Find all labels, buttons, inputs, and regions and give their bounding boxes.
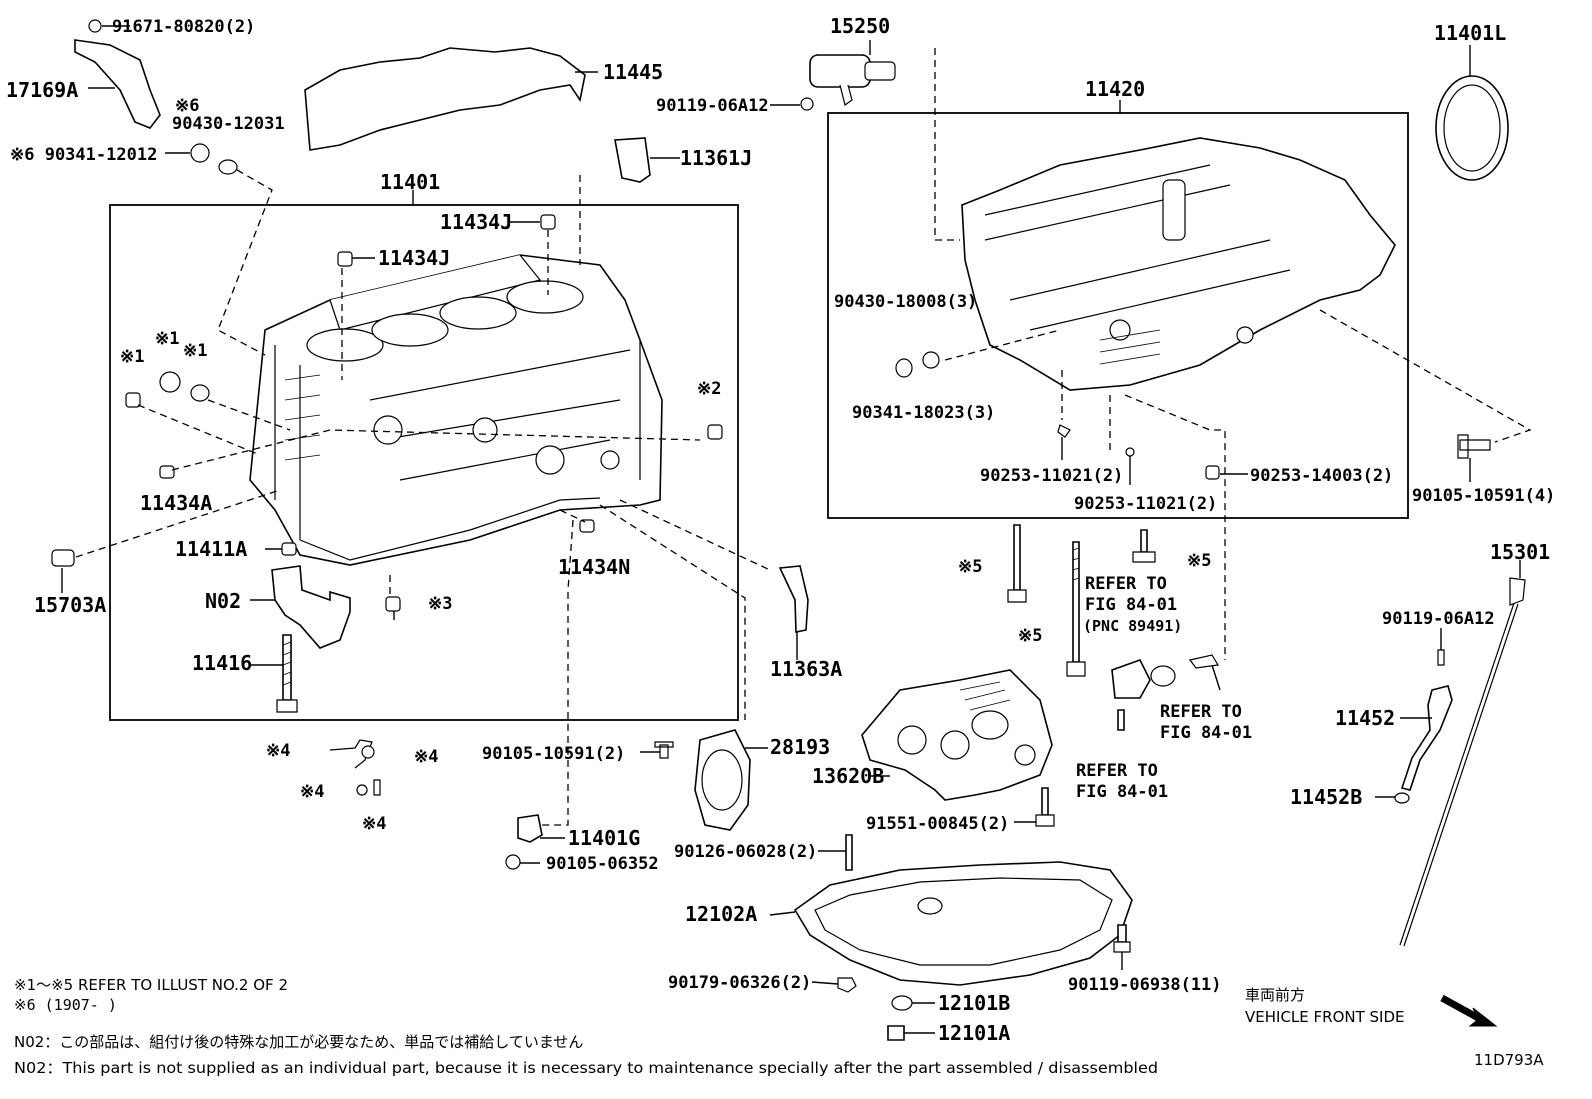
label-90105-10591-4: 90105-10591(4) (1412, 486, 1555, 506)
label-11361J: 11361J (680, 146, 752, 170)
hose-illustration (778, 565, 809, 633)
label-note-1c: ※1 (120, 347, 144, 367)
label-note-4b: ※4 (414, 747, 438, 767)
dipstick-illustration (1399, 577, 1526, 947)
refer-1-line-1: REFER TO (1085, 574, 1167, 594)
label-note-3: ※3 (428, 594, 452, 614)
label-11434A: 11434A (140, 491, 212, 515)
assembly-dashed-lines (75, 48, 1532, 826)
oil-pan-illustration (793, 861, 1133, 986)
note-n02-japanese: N02：この部品は、組付け後の特殊な加工が必要なため、単品では補給していません (14, 1033, 583, 1051)
label-11363A: 11363A (770, 657, 842, 681)
label-15703A: 15703A (34, 593, 106, 617)
label-13620B: 13620B (812, 764, 884, 788)
direction-label-english: VEHICLE FRONT SIDE (1245, 1008, 1405, 1026)
label-91671-80820: 91671-80820(2) (112, 17, 255, 37)
label-91551-00845: 91551-00845(2) (866, 814, 1009, 834)
label-90119-06938: 90119-06938(11) (1068, 975, 1222, 995)
label-90119-06A12-a: 90119-06A12 (656, 96, 769, 116)
label-note-5b: ※5 (1187, 551, 1211, 571)
label-11411A: 11411A (175, 537, 247, 561)
label-note-6a: ※6 (175, 96, 199, 116)
label-note-4a: ※4 (266, 741, 290, 761)
label-11401L: 11401L (1434, 21, 1506, 45)
label-90105-06352: 90105-06352 (546, 854, 659, 874)
label-note-4d: ※4 (362, 814, 386, 834)
refer-1-line-2: FIG 84-01 (1085, 595, 1177, 615)
label-note-4c: ※4 (300, 782, 324, 802)
label-12102A: 12102A (685, 902, 757, 926)
label-note-1a: ※1 (155, 329, 179, 349)
label-90430-12031: 90430-12031 (172, 114, 285, 134)
label-N02: N02 (205, 589, 241, 613)
label-12101A: 12101A (938, 1021, 1010, 1045)
label-90341-18023: 90341-18023(3) (852, 403, 995, 423)
refer-3-line-2: FIG 84-01 (1076, 782, 1168, 802)
label-note-5c: ※5 (1018, 626, 1042, 646)
note-n02-english: N02：This part is not supplied as an indi… (14, 1059, 1158, 1077)
label-90126-06028: 90126-06028(2) (674, 842, 817, 862)
crankcase-frame (827, 112, 1409, 519)
label-90179-06326: 90179-06326(2) (668, 973, 811, 993)
refer-2-line-1: REFER TO (1160, 702, 1242, 722)
cylinder-block-frame (109, 204, 739, 721)
bearing-cap-illustration (271, 565, 351, 649)
diagram-id: 11D793A (1474, 1051, 1544, 1069)
crankcase-illustration (961, 137, 1396, 391)
label-90105-10591-2: 90105-10591(2) (482, 744, 625, 764)
cylinder-block-illustration (249, 254, 663, 566)
refer-1-line-3: (PNC 89491) (1083, 617, 1182, 635)
label-90119-06A12-b: 90119-06A12 (1382, 609, 1495, 629)
direction-label-japanese: 車両前方 (1245, 986, 1305, 1004)
label-90253-14003: 90253-14003(2) (1250, 466, 1393, 486)
label-90253-11021-a: 90253-11021(2) (980, 466, 1123, 486)
oil-control-valve-illustration (809, 54, 896, 107)
refer-2-line-2: FIG 84-01 (1160, 723, 1252, 743)
label-11434J-a: 11434J (440, 210, 512, 234)
label-11420: 11420 (1085, 77, 1145, 101)
label-12101B: 12101B (938, 991, 1010, 1015)
label-28193: 28193 (770, 735, 830, 759)
label-90341-12012: ※6 90341-12012 (10, 145, 157, 165)
label-15250: 15250 (830, 14, 890, 38)
label-11416: 11416 (192, 651, 252, 675)
label-11434N: 11434N (558, 555, 630, 579)
label-note-2: ※2 (697, 379, 721, 399)
label-11452: 11452 (1335, 706, 1395, 730)
note-refer-illust: ※1～※5 REFER TO ILLUST NO.2 OF 2 (14, 976, 288, 994)
label-11434J-b: 11434J (378, 246, 450, 270)
leader-lines (61, 25, 1521, 1034)
label-15301: 15301 (1490, 540, 1550, 564)
label-11401: 11401 (380, 170, 440, 194)
label-90430-18008: 90430-18008(3) (834, 292, 977, 312)
gasket-small-illustration (614, 137, 651, 183)
oil-pump-illustration (861, 669, 1053, 801)
label-note-5a: ※5 (958, 557, 982, 577)
label-11401G: 11401G (568, 826, 640, 850)
bracket-illustration (74, 39, 161, 129)
label-11452B: 11452B (1290, 785, 1362, 809)
timing-cover-illustration (304, 47, 586, 151)
label-11445: 11445 (603, 60, 663, 84)
refer-3-line-1: REFER TO (1076, 761, 1158, 781)
label-note-1b: ※1 (183, 341, 207, 361)
label-90253-11021-b: 90253-11021(2) (1074, 494, 1217, 514)
note-date-range: ※6 (1907- ) (14, 996, 117, 1014)
label-17169A: 17169A (6, 78, 78, 102)
